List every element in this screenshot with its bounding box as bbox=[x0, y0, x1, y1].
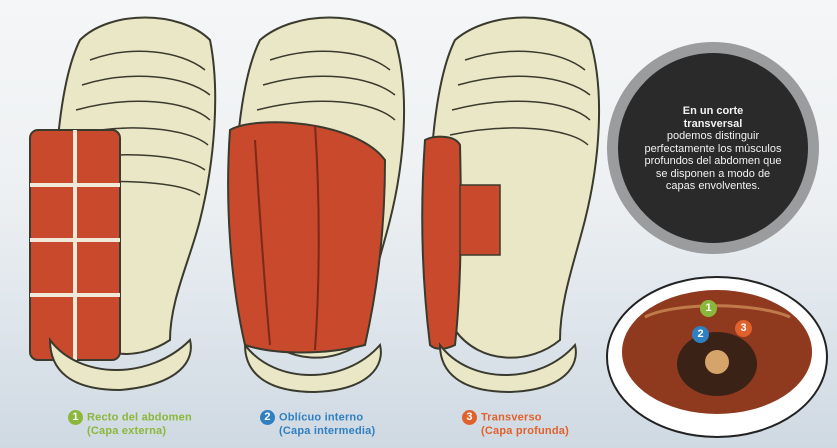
caption-internal-oblique: 2 Oblícuo interno (Capa intermedia) bbox=[260, 410, 375, 438]
marker-2: 2 bbox=[692, 326, 709, 343]
info-text: En un corte transversal podemos distingu… bbox=[640, 105, 786, 193]
figure-internal-oblique bbox=[215, 0, 415, 400]
ribcage-illustration-3 bbox=[410, 0, 610, 400]
marker-3: 3 bbox=[735, 320, 752, 337]
figure-rectus-abdominis bbox=[20, 0, 220, 400]
number-badge-2: 2 bbox=[260, 410, 275, 425]
ribcage-illustration-2 bbox=[215, 0, 415, 400]
ribcage-illustration-1 bbox=[20, 0, 220, 400]
cross-section-image bbox=[605, 272, 830, 442]
marker-1: 1 bbox=[700, 300, 717, 317]
info-title-line2: transversal bbox=[640, 118, 786, 131]
info-body: podemos distinguir perfectamente los mús… bbox=[645, 130, 782, 192]
cross-section: 1 2 3 bbox=[605, 272, 830, 442]
info-title-line1: En un corte bbox=[640, 105, 786, 118]
figure-transversus bbox=[410, 0, 610, 400]
number-badge-3: 3 bbox=[462, 410, 477, 425]
caption-rectus: 1 Recto del abdomen (Capa externa) bbox=[68, 410, 192, 438]
layer-label: (Capa profunda) bbox=[462, 425, 569, 438]
caption-transversus: 3 Transverso (Capa profunda) bbox=[462, 410, 569, 438]
muscle-name: Transverso bbox=[481, 411, 542, 423]
layer-label: (Capa intermedia) bbox=[260, 425, 375, 438]
number-badge-1: 1 bbox=[68, 410, 83, 425]
muscle-name: Oblícuo interno bbox=[279, 411, 363, 423]
muscle-name: Recto del abdomen bbox=[87, 411, 192, 423]
layer-label: (Capa externa) bbox=[68, 425, 192, 438]
